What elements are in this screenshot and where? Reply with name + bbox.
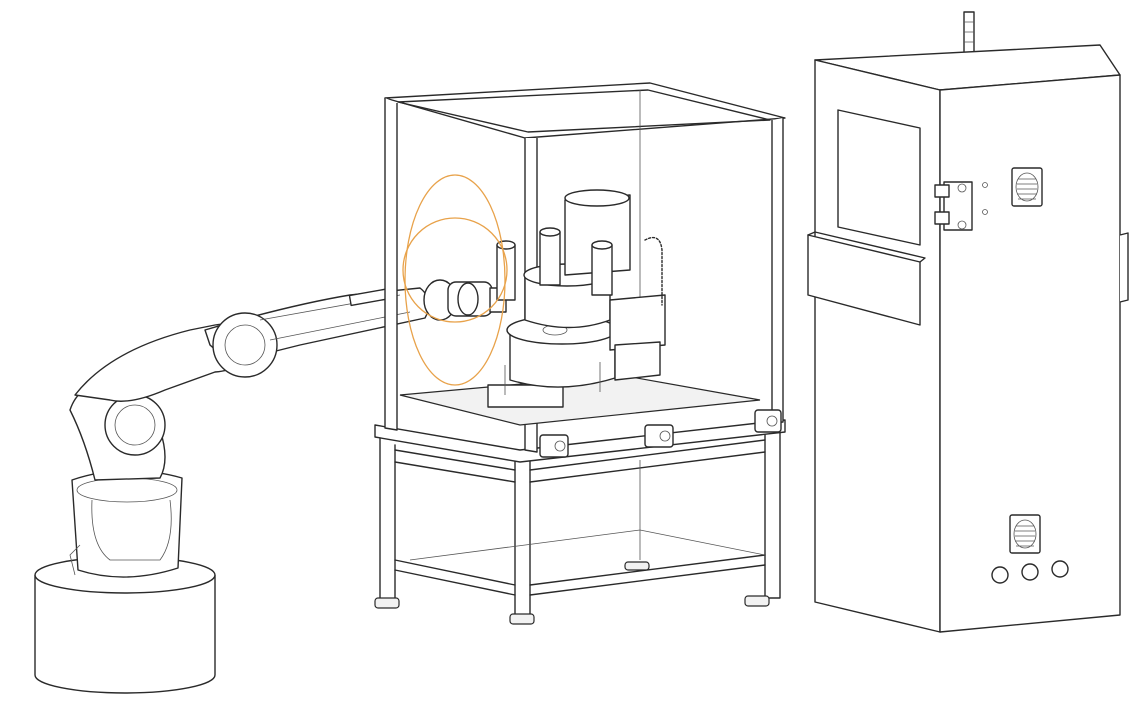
control-cabinet [807, 11, 1129, 633]
vent-icon [1009, 514, 1041, 554]
button-icon [1021, 563, 1039, 581]
work-cell-enclosure [374, 82, 786, 625]
button-icon [991, 566, 1009, 584]
cabinet-handle [807, 234, 921, 326]
cabinet-window [837, 109, 921, 246]
robot-arm [69, 279, 507, 578]
button-icon [1051, 560, 1069, 578]
vent-icon [1011, 167, 1043, 207]
field-rings [402, 174, 508, 386]
